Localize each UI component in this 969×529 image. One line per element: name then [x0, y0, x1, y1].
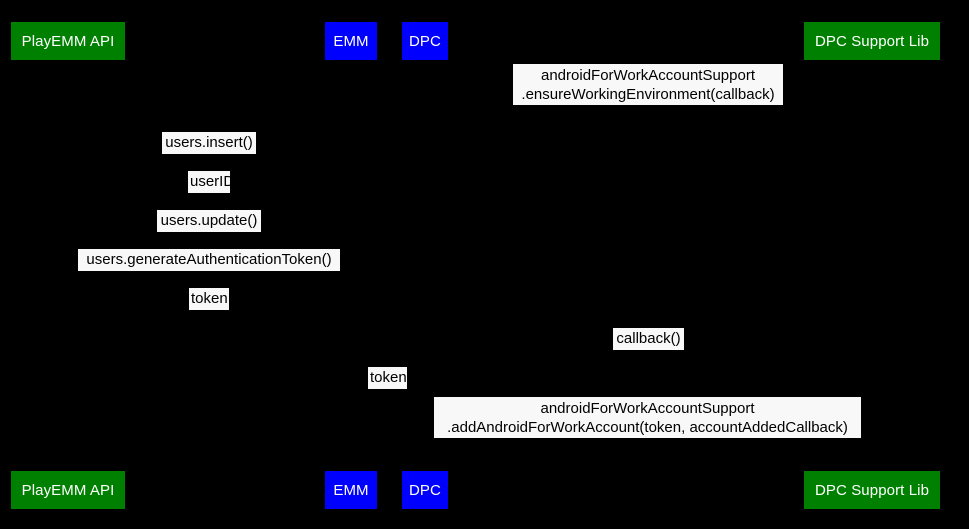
participant-label: EMM — [333, 481, 369, 499]
participant-label: DPC Support Lib — [814, 32, 930, 50]
message-label-line: users.generateAuthenticationToken() — [86, 251, 332, 268]
participant-box-top-1[interactable]: EMM — [325, 22, 377, 60]
message-label: callback() — [613, 328, 684, 350]
participant-label: DPC — [409, 481, 441, 499]
message-label: token — [189, 288, 229, 310]
message-label: users.insert() — [162, 132, 256, 154]
message-label: token — [368, 367, 407, 389]
message-label-line: callback() — [616, 330, 681, 347]
message-label-line: token — [370, 369, 407, 386]
participant-label: EMM — [333, 32, 369, 50]
message-label-line: userID — [190, 173, 235, 190]
participant-label: DPC — [409, 32, 441, 50]
message-label-line: androidForWorkAccountSupport — [540, 400, 755, 417]
participant-box-bottom-2[interactable]: DPC — [402, 471, 448, 509]
message-label-line: androidForWorkAccountSupport — [541, 67, 755, 84]
message-label-line: users.insert() — [165, 134, 253, 151]
message-label: users.generateAuthenticationToken() — [78, 249, 340, 271]
participant-box-top-0[interactable]: PlayEMM API — [11, 22, 125, 60]
participant-label: DPC Support Lib — [814, 481, 930, 499]
message-label: userID — [188, 171, 235, 193]
message-label-line: .addAndroidForWorkAccount(token, account… — [447, 419, 848, 436]
participant-box-bottom-1[interactable]: EMM — [325, 471, 377, 509]
participant-box-top-3[interactable]: DPC Support Lib — [804, 22, 940, 60]
participant-box-top-2[interactable]: DPC — [402, 22, 448, 60]
message-label: androidForWorkAccountSupport .ensureWorki… — [513, 64, 783, 105]
message-label-line: token — [191, 290, 228, 307]
message-label: androidForWorkAccountSupport .addAndroidF… — [434, 397, 861, 438]
message-label-line: .ensureWorkingEnvironment(callback) — [521, 86, 775, 103]
message-label-line: users.update() — [160, 212, 258, 229]
message-label: users.update() — [157, 210, 261, 232]
participant-label: PlayEMM API — [21, 32, 115, 50]
participant-box-bottom-3[interactable]: DPC Support Lib — [804, 471, 940, 509]
participant-label: PlayEMM API — [21, 481, 115, 499]
participant-box-bottom-0[interactable]: PlayEMM API — [11, 471, 125, 509]
